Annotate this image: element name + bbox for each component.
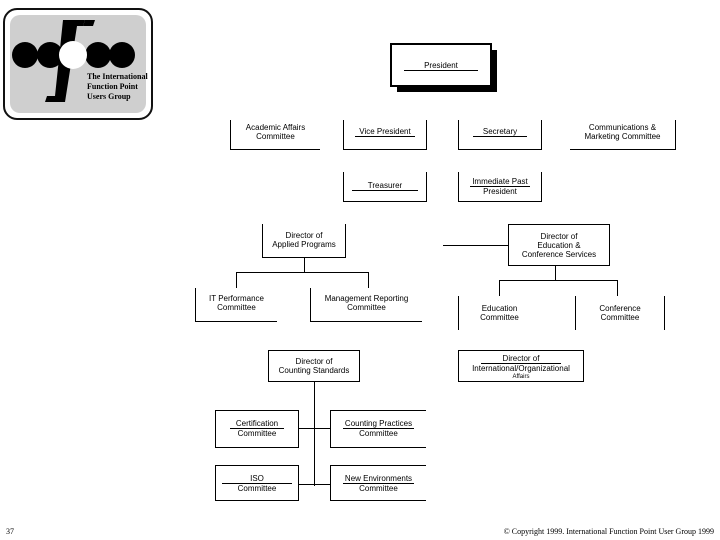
secretary-label: Secretary (472, 127, 528, 137)
copyright-notice: © Copyright 1999. International Function… (503, 527, 714, 536)
it-performance-box: IT Performance Committee (195, 288, 277, 322)
education-conference-label-2: Education & (537, 241, 581, 250)
iso-label-2: Committee (237, 484, 277, 493)
iso-box: ISO Committee (215, 465, 299, 501)
new-environments-label-2: Committee (359, 484, 398, 493)
international-box: Director of International/Organizational… (458, 350, 584, 382)
counting-practices-box: Counting Practices Committee (330, 410, 426, 448)
connector-applied-right (368, 272, 369, 288)
vice-president-box: Vice President (343, 120, 427, 150)
connector-education-horizontal (443, 245, 508, 246)
communications-label-2: Marketing Committee (584, 132, 661, 141)
president-box: President (390, 43, 492, 87)
logo-line-1: The International (87, 72, 148, 81)
education-conference-label-1: Director of (540, 232, 578, 241)
communications-label-1: Communications & (588, 123, 657, 132)
connector-education-left (499, 280, 500, 296)
certification-box: Certification Committee (215, 410, 299, 448)
connector-standards-trunk (314, 382, 315, 486)
connector-education-down (555, 266, 556, 280)
connector-applied-down (304, 258, 305, 272)
president-label: President (404, 61, 478, 71)
communications-box: Communications & Marketing Committee (570, 120, 676, 150)
conference-committee-label-1: Conference (599, 304, 641, 313)
conference-committee-box: Conference Committee (575, 296, 665, 330)
logo-mark-icon (12, 20, 135, 102)
immediate-past-label-1: Immediate Past (470, 177, 530, 187)
connector-applied-horizontal (236, 272, 368, 273)
treasurer-box: Treasurer (343, 172, 427, 202)
management-reporting-box: Management Reporting Committee (310, 288, 422, 322)
logo-line-2: Function Point (87, 82, 138, 91)
new-environments-label-1: New Environments (342, 474, 415, 484)
connector-standards-row1 (298, 428, 330, 429)
international-label-2: International/Organizational (472, 364, 570, 373)
academic-affairs-label-2: Committee (256, 132, 295, 141)
new-environments-box: New Environments Committee (330, 465, 426, 501)
applied-programs-label-2: Applied Programs (272, 240, 336, 249)
education-conference-box: Director of Education & Conference Servi… (508, 224, 610, 266)
page-number: 37 (6, 527, 14, 536)
certification-label-2: Committee (237, 429, 277, 438)
education-committee-label-2: Committee (480, 313, 519, 322)
it-performance-label-2: Committee (217, 303, 256, 312)
counting-practices-label-2: Committee (359, 429, 398, 438)
connector-education-branches (499, 280, 617, 281)
applied-programs-label-1: Director of (285, 231, 323, 240)
academic-affairs-label-1: Academic Affairs (245, 123, 306, 132)
certification-label-1: Certification (229, 419, 285, 429)
it-performance-label-1: IT Performance (209, 294, 264, 303)
management-reporting-label-2: Committee (347, 303, 386, 312)
ifpug-logo: The International Function Point Users G… (3, 8, 153, 120)
academic-affairs-box: Academic Affairs Committee (230, 120, 320, 150)
secretary-box: Secretary (458, 120, 542, 150)
counting-practices-label-1: Counting Practices (342, 419, 415, 429)
counting-standards-label-2: Counting Standards (278, 366, 350, 375)
conference-committee-label-2: Committee (600, 313, 640, 322)
connector-education-right (617, 280, 618, 296)
logo-line-3: Users Group (87, 92, 131, 101)
immediate-past-label-2: President (483, 187, 517, 196)
connector-standards-row2 (298, 484, 330, 485)
logo-text: The International Function Point Users G… (87, 72, 148, 102)
treasurer-label: Treasurer (351, 181, 419, 191)
applied-programs-box: Director of Applied Programs (262, 224, 346, 258)
iso-label-1: ISO (222, 474, 292, 484)
counting-standards-label-1: Director of (295, 357, 333, 366)
education-committee-label-1: Education (481, 304, 518, 313)
education-committee-box: Education Committee (458, 296, 540, 330)
vice-president-label: Vice President (355, 127, 415, 137)
immediate-past-president-box: Immediate Past President (458, 172, 542, 202)
education-conference-label-3: Conference Services (521, 250, 597, 259)
connector-applied-left (236, 272, 237, 288)
international-label-1: Director of (480, 354, 562, 364)
management-reporting-label-1: Management Reporting (324, 294, 409, 303)
international-label-3: Affairs (512, 374, 530, 380)
counting-standards-box: Director of Counting Standards (268, 350, 360, 382)
